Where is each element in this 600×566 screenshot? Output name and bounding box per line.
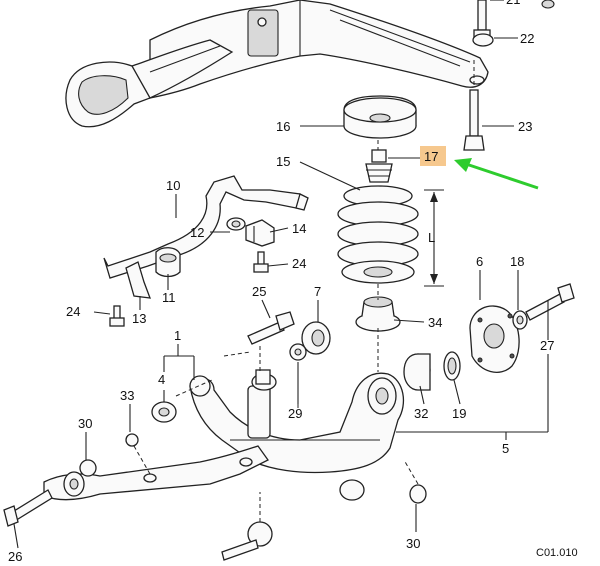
callout-1: 1 [174, 328, 181, 343]
callout-15: 15 [276, 154, 290, 169]
callout-11: 11 [162, 290, 176, 305]
callout-34: 34 [428, 315, 442, 330]
callout-32: 32 [414, 406, 428, 421]
bearing-32 [403, 353, 431, 391]
callout-14: 14 [292, 221, 306, 236]
bolt-21 [473, 0, 491, 39]
callout-13: 13 [132, 311, 146, 326]
callout-27: 27 [540, 338, 554, 353]
callout-19: 19 [452, 406, 466, 421]
nut-30-right [409, 484, 427, 504]
bolt-22-washer [472, 0, 555, 47]
bolt-26 [3, 489, 53, 527]
callout-29: 29 [288, 406, 302, 421]
bar-bushing-clamp [125, 247, 181, 299]
bolt-27 [525, 283, 575, 321]
callout-10: 10 [166, 178, 180, 193]
spring-lower-seat-34 [355, 296, 401, 332]
callout-5: 5 [502, 441, 509, 456]
bushing-7 [301, 321, 331, 355]
callout-30-left: 30 [78, 416, 92, 431]
stabilizer-bar-10 [103, 175, 309, 279]
dimension-label: L [428, 230, 435, 245]
callout-23: 23 [518, 119, 532, 134]
coil-spring-15 [337, 185, 419, 284]
bushing-12-14 [226, 217, 275, 247]
nut-33 [125, 433, 139, 447]
wheel-hub-6 [469, 305, 520, 373]
callout-leaders [13, 0, 549, 549]
mounting-bracket [65, 39, 234, 128]
dimension-l: L [424, 189, 444, 287]
callout-26: 26 [8, 549, 22, 561]
callout-18: 18 [510, 254, 524, 269]
screw-24-left [109, 305, 125, 327]
bolt-23 [463, 89, 485, 151]
spring-seat-16 [343, 95, 417, 139]
callout-7: 7 [314, 284, 321, 299]
figure-code: C01.010 [536, 547, 578, 559]
callout-24-right: 24 [292, 256, 306, 271]
bushing-4 [151, 375, 211, 423]
bolt-25 [247, 311, 295, 345]
screw-24-right [253, 251, 269, 273]
shock-absorber [247, 369, 277, 439]
highlight-box-17 [420, 146, 446, 166]
callout-24-left: 24 [66, 304, 80, 319]
green-pointer-arrow [454, 158, 539, 190]
nut-30-left [79, 459, 97, 477]
lower-link-1 [43, 445, 269, 501]
nut-18 [512, 310, 528, 330]
callout-12: 12 [190, 225, 204, 240]
callout-30-right: 30 [406, 536, 420, 551]
callout-22: 22 [520, 31, 534, 46]
callout-6: 6 [476, 254, 483, 269]
callout-25: 25 [252, 284, 266, 299]
callout-4: 4 [158, 372, 165, 387]
callout-16: 16 [276, 119, 290, 134]
washer-29 [289, 343, 307, 361]
circlip-19 [443, 351, 461, 381]
callout-21: 21 [506, 0, 520, 7]
callout-33: 33 [120, 388, 134, 403]
lower-bushing [221, 479, 365, 561]
callout-17: 17 [424, 149, 438, 164]
bump-stop-17 [365, 149, 393, 183]
callout-labels: 21 22 23 16 17 15 10 12 14 24 11 13 24 2… [8, 0, 578, 564]
